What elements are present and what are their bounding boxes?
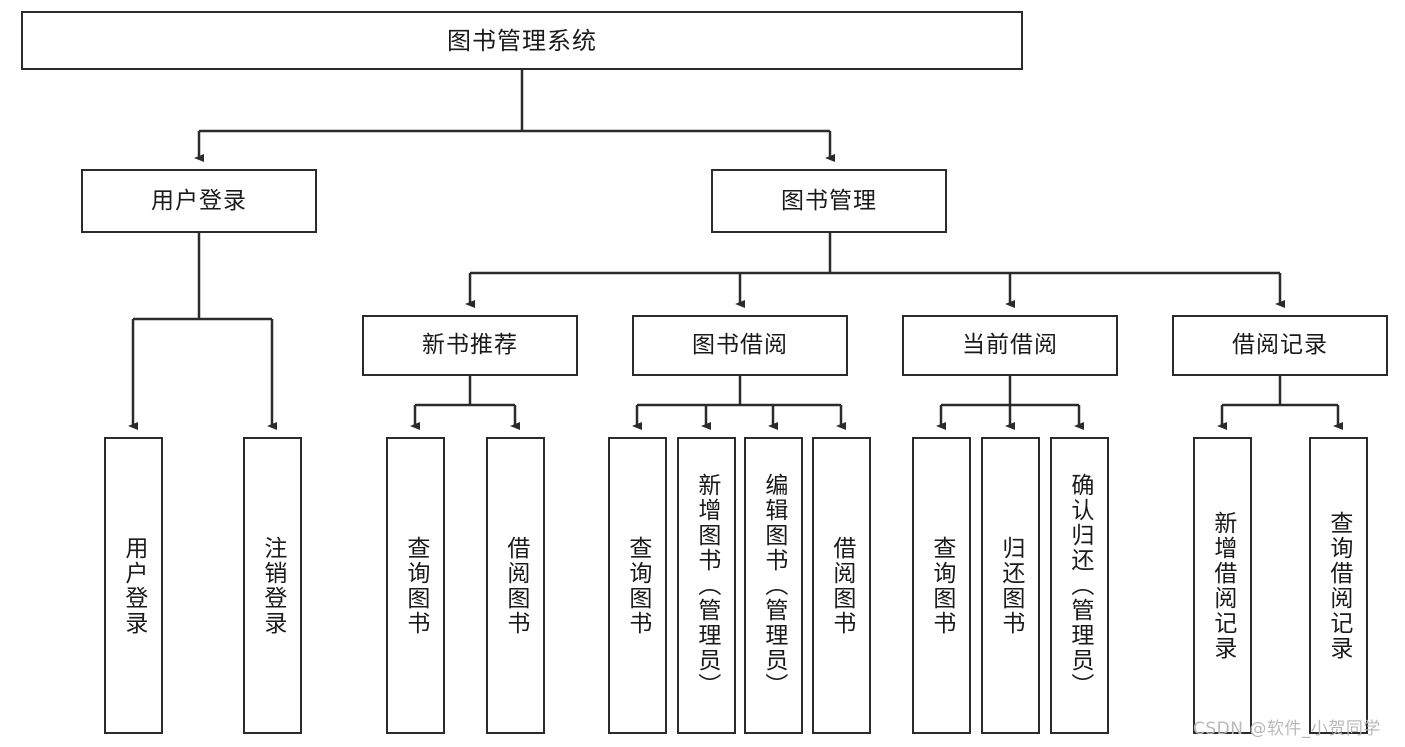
leaf-query-borrow-record[interactable]: 查询借阅记录 [1309, 437, 1368, 734]
leaf-borrow-book-recommend[interactable]: 借阅图书 [486, 437, 545, 734]
leaf-borrow-book[interactable]: 借阅图书 [812, 437, 871, 734]
leaf-edit-book-admin[interactable]: 编辑图书（管理员） [744, 437, 803, 734]
leaf-confirm-return-admin[interactable]: 确认归还（管理员） [1050, 437, 1109, 734]
leaf-return-book[interactable]: 归还图书 [981, 437, 1040, 734]
leaf-query-book-borrow[interactable]: 查询图书 [608, 437, 667, 734]
leaf-query-book-recommend[interactable]: 查询图书 [386, 437, 445, 734]
node-user-login[interactable]: 用户登录 [81, 169, 317, 233]
leaf-add-book-admin[interactable]: 新增图书（管理员） [677, 437, 736, 734]
leaf-logout-login[interactable]: 注销登录 [243, 437, 302, 734]
node-current-borrow[interactable]: 当前借阅 [902, 315, 1118, 376]
node-book-borrow[interactable]: 图书借阅 [632, 315, 848, 376]
node-book-management[interactable]: 图书管理 [711, 169, 947, 233]
leaf-user-login[interactable]: 用户登录 [104, 437, 163, 734]
leaf-add-borrow-record[interactable]: 新增借阅记录 [1193, 437, 1252, 734]
node-borrow-record[interactable]: 借阅记录 [1172, 315, 1388, 376]
node-root-system[interactable]: 图书管理系统 [21, 11, 1023, 70]
leaf-query-book-current[interactable]: 查询图书 [912, 437, 971, 734]
csdn-watermark: CSDN @软件_小贺同学 [1193, 719, 1381, 739]
node-new-book-recommend[interactable]: 新书推荐 [362, 315, 578, 376]
